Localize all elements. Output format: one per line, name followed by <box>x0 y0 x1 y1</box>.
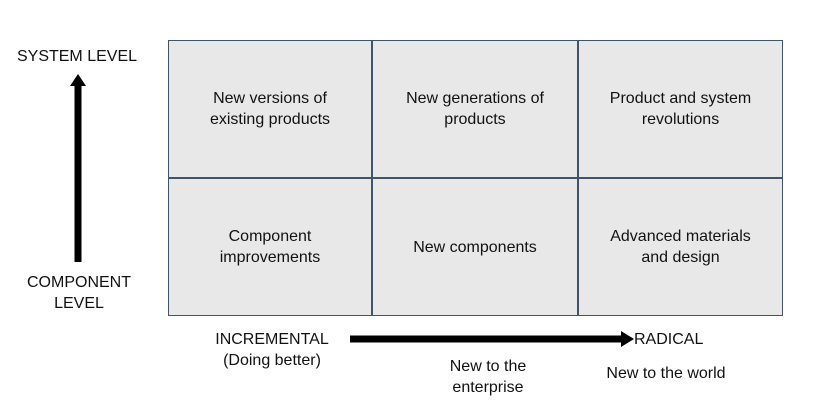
x-axis-arrowhead <box>621 331 634 347</box>
y-axis-arrow <box>70 74 86 262</box>
cell-text: Advanced materials and design <box>610 228 751 266</box>
x-axis-left-label: INCREMENTAL (Doing better) <box>215 331 329 369</box>
cell-text: New versions of existing products <box>209 90 331 128</box>
cell-system-radical: Product and system revolutions <box>578 40 783 178</box>
y-axis-top-label: SYSTEM LEVEL <box>16 48 138 65</box>
cell-text: Product and system revolutions <box>609 90 752 128</box>
y-axis-arrow-shaft <box>74 85 82 262</box>
cell-component-enterprise: New components <box>372 178 578 316</box>
cell-system-incremental: New versions of existing products <box>168 40 372 178</box>
cell-component-radical: Advanced materials and design <box>578 178 783 316</box>
x-axis-right-label: RADICAL <box>634 331 704 348</box>
y-axis-arrowhead <box>70 74 86 86</box>
y-axis-bottom-label: COMPONENT LEVEL <box>27 274 131 312</box>
cell-system-enterprise: New generations of products <box>372 40 578 178</box>
cell-text: New generations of products <box>406 90 544 128</box>
x-axis-arrow-shaft <box>350 335 624 343</box>
cell-text: Component improvements <box>219 228 321 266</box>
cell-component-incremental: Component improvements <box>168 178 372 316</box>
cell-text: New components <box>413 238 537 256</box>
x-axis-arrow <box>350 331 634 347</box>
x-axis-mid-note: New to the enterprise <box>449 358 527 396</box>
x-axis-right-note: New to the world <box>606 365 726 382</box>
